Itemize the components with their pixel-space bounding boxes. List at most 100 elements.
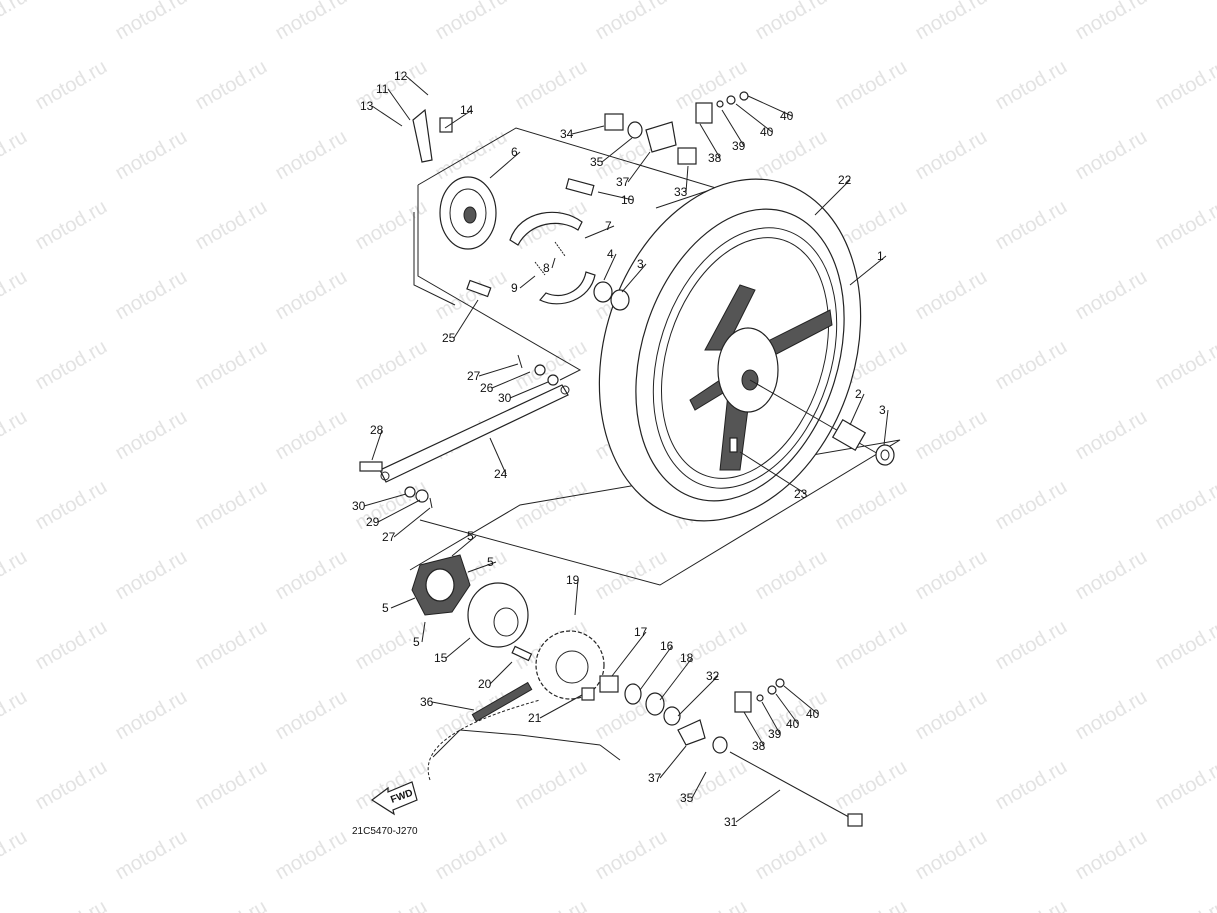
- diagram-code: 21C5470-J270: [352, 826, 418, 837]
- watermark-text: motod.ru: [0, 406, 31, 465]
- watermark-text: motod.ru: [352, 896, 431, 913]
- watermark-text: motod.ru: [272, 826, 351, 885]
- watermark-text: motod.ru: [0, 546, 31, 605]
- bearing-right[interactable]: [875, 444, 895, 466]
- watermark-text: motod.ru: [592, 0, 671, 44]
- watermark-text: motod.ru: [1152, 476, 1217, 535]
- watermark-text: motod.ru: [512, 756, 591, 815]
- leader-line-c38a: [699, 123, 721, 159]
- leader-line-c18: [659, 657, 693, 701]
- callout-c5d: 5: [413, 635, 420, 649]
- rear-sprocket[interactable]: [535, 630, 605, 700]
- callout-c35b: 35: [680, 791, 694, 805]
- watermark-text: motod.ru: [592, 546, 671, 605]
- watermark-text: motod.ru: [432, 826, 511, 885]
- chain-adjuster-left[interactable]: [677, 678, 785, 754]
- callout-c16: 16: [660, 639, 674, 653]
- callout-c33: 33: [674, 185, 688, 199]
- chain-adjuster-right[interactable]: [604, 91, 749, 165]
- watermark-text: motod.ru: [192, 196, 271, 255]
- leader-line-c27b: [393, 507, 431, 538]
- watermark-text: motod.ru: [32, 56, 111, 115]
- clutch-hub-dampers[interactable]: [411, 554, 471, 616]
- leader-line-c5c: [390, 597, 416, 609]
- callout-c3b: 3: [879, 403, 886, 417]
- callout-c14: 14: [460, 103, 474, 117]
- callout-c38a: 38: [708, 151, 722, 165]
- leader-line-c38b: [743, 711, 765, 747]
- drive-chain[interactable]: [427, 681, 541, 781]
- axle-spacer-right[interactable]: [831, 419, 867, 451]
- brake-camshaft[interactable]: [565, 178, 595, 196]
- watermark-text: motod.ru: [1152, 56, 1217, 115]
- leader-line-c37a: [627, 151, 651, 183]
- leader-line-c37b: [659, 745, 687, 779]
- rear-axle[interactable]: [729, 751, 863, 827]
- callout-c21: 21: [528, 711, 542, 725]
- watermark-text: motod.ru: [192, 896, 271, 913]
- watermark-text: motod.ru: [112, 826, 191, 885]
- watermark-text: motod.ru: [32, 196, 111, 255]
- watermark-text: motod.ru: [32, 756, 111, 815]
- leader-line-c9: [519, 275, 536, 289]
- valve-stem[interactable]: [729, 437, 738, 453]
- watermark-text: motod.ru: [432, 266, 511, 325]
- callout-c3a: 3: [637, 257, 644, 271]
- brake-shoes[interactable]: [509, 211, 596, 305]
- bearings-left[interactable]: [593, 281, 630, 311]
- watermark-text: motod.ru: [912, 546, 991, 605]
- leader-line-c11: [387, 88, 411, 121]
- watermark-text: motod.ru: [992, 196, 1071, 255]
- watermark-text: motod.ru: [352, 336, 431, 395]
- brake-shoe-plate[interactable]: [439, 176, 497, 250]
- leader-line-c13: [371, 105, 403, 127]
- watermark-text: motod.ru: [0, 266, 31, 325]
- leader-line-c23: [739, 451, 807, 495]
- callout-c39a: 39: [732, 139, 746, 153]
- watermark-text: motod.ru: [112, 686, 191, 745]
- leader-line-c40d: [783, 685, 819, 715]
- callout-c39b: 39: [768, 727, 782, 741]
- assembly-outline-lines: [409, 127, 901, 761]
- callout-c19: 19: [566, 573, 580, 587]
- leader-line-c27a: [478, 363, 519, 377]
- callout-c32: 32: [706, 669, 720, 683]
- watermark-text: motod.ru: [912, 686, 991, 745]
- clutch-hub[interactable]: [467, 582, 529, 648]
- tension-bar-hardware[interactable]: [359, 354, 559, 509]
- leader-line-c22: [814, 179, 851, 216]
- brake-plate-bolt[interactable]: [466, 279, 492, 298]
- watermark-text: motod.ru: [992, 476, 1071, 535]
- callout-c37a: 37: [616, 175, 630, 189]
- leader-line-c39b: [761, 701, 781, 735]
- watermark-text: motod.ru: [32, 476, 111, 535]
- watermark-text: motod.ru: [672, 616, 751, 675]
- sprocket-studs-nuts[interactable]: [511, 645, 595, 701]
- callout-c30a: 30: [498, 391, 512, 405]
- rear-wheel-rim[interactable]: [622, 204, 881, 512]
- leader-line-c7: [584, 225, 615, 239]
- leader-line-c26: [491, 371, 531, 389]
- watermark-text: motod.ru: [192, 56, 271, 115]
- watermark-text: motod.ru: [0, 686, 31, 745]
- watermark-text: motod.ru: [192, 476, 271, 535]
- watermark-text: motod.ru: [352, 196, 431, 255]
- watermark-text: motod.ru: [112, 406, 191, 465]
- watermark-text: motod.ru: [592, 826, 671, 885]
- leader-line-c19: [574, 579, 579, 616]
- brake-springs[interactable]: [534, 241, 566, 276]
- tension-bar[interactable]: [379, 384, 570, 483]
- watermark-text: motod.ru: [832, 756, 911, 815]
- brake-cam-lever[interactable]: [412, 108, 453, 163]
- watermark-text: motod.ru: [272, 0, 351, 44]
- leader-line-c40a: [747, 95, 793, 117]
- callout-c13: 13: [360, 99, 374, 113]
- watermark-text: motod.ru: [272, 686, 351, 745]
- watermark-text: motod.ru: [0, 826, 31, 885]
- collar-bearing-left[interactable]: [599, 675, 681, 726]
- watermark-text: motod.ru: [0, 126, 31, 185]
- callout-c1: 1: [877, 249, 884, 263]
- fwd-arrow: FWD: [370, 781, 418, 816]
- watermark-text: motod.ru: [912, 126, 991, 185]
